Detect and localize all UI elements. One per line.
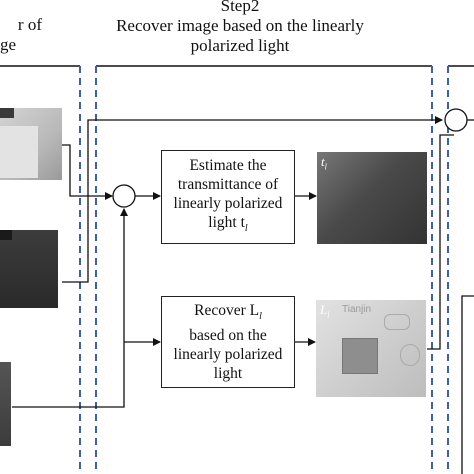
step2-subtitle-line2: polarized light <box>190 36 290 55</box>
summing-junction-2 <box>444 108 468 132</box>
image1-to-junction <box>62 144 113 200</box>
input-image-2-corner <box>0 230 12 240</box>
estimate-line-3: linearly polarized <box>173 194 283 212</box>
input-image-1 <box>0 108 62 180</box>
recover-line-1: Recover Ll <box>194 301 262 323</box>
summing-junction-1 <box>112 184 136 208</box>
recover-line-3: linearly polarized <box>173 346 283 364</box>
step2-title: Step2 <box>220 0 260 15</box>
recovered-image-label: Ll <box>320 302 330 320</box>
junction2-feed <box>461 295 474 474</box>
recovered-image: Ll Tianjin <box>316 300 426 397</box>
transmittance-image: tl <box>317 152 427 244</box>
recover-line-4: light <box>213 365 243 383</box>
recover-line-2: based on the <box>189 327 267 345</box>
estimate-line-1: Estimate the <box>189 156 267 174</box>
bypass-connector <box>62 116 443 283</box>
recovered-image-mark <box>384 314 410 330</box>
input-image-2 <box>0 230 58 308</box>
input-image-1-dark-corner <box>0 108 14 118</box>
step1-header-line2: ge <box>0 35 16 54</box>
recovered-image-mark-2 <box>400 344 420 366</box>
estimate-line-2: transmittance of <box>177 175 279 193</box>
recovered-to-output <box>427 134 454 350</box>
image3-to-junction <box>12 208 128 408</box>
estimate-transmittance-box: Estimate the transmittance of linearly p… <box>161 150 295 244</box>
transmittance-image-label: tl <box>321 154 327 172</box>
recover-image-box: Recover Ll based on the linearly polariz… <box>161 296 295 388</box>
recovered-image-panel <box>342 338 378 374</box>
step2-subtitle-line1: Recover image based on the linearly <box>116 16 364 35</box>
recovered-image-watermark: Tianjin <box>342 304 372 315</box>
estimate-line-4: light tl <box>208 213 248 235</box>
input-image-1-panel <box>0 126 38 178</box>
step1-header-line1: r of <box>17 15 42 34</box>
input-image-3 <box>0 362 11 446</box>
